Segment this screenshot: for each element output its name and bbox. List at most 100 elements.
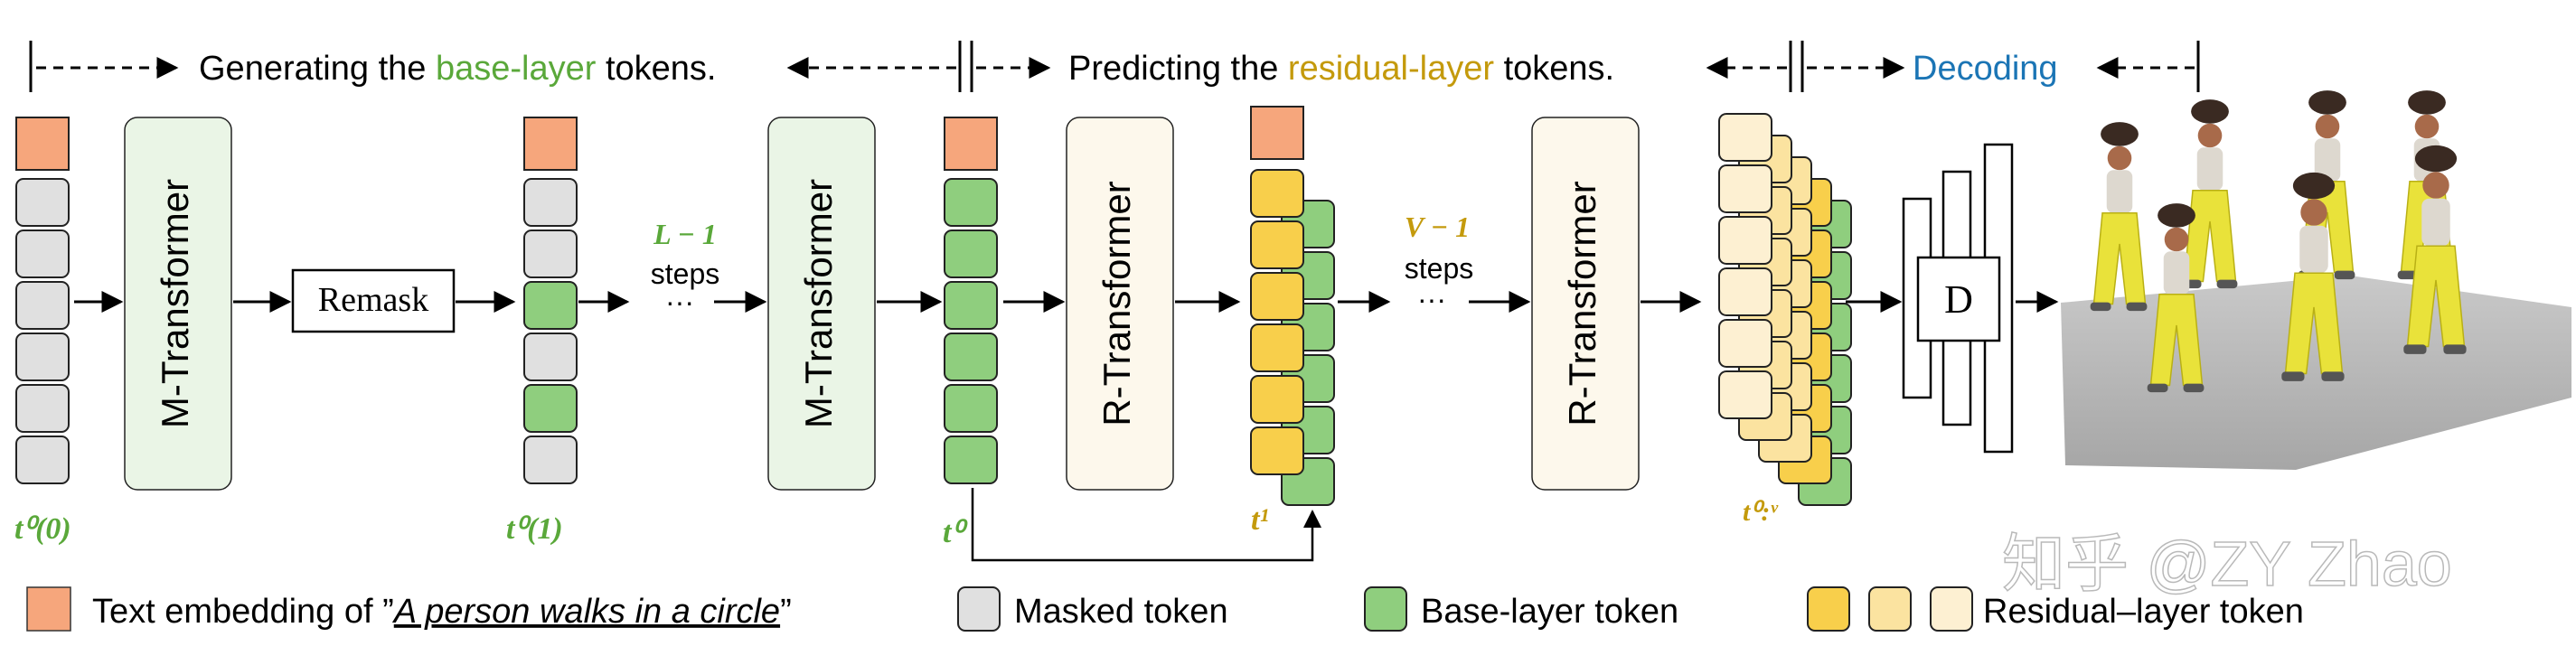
figure-pants [2183, 190, 2237, 283]
residual-layer-token [1718, 319, 1772, 368]
legend-swatch-residual-mid [1868, 586, 1912, 632]
base-layer-token [944, 229, 998, 278]
steps-v-word: steps [1405, 252, 1473, 285]
legend: Text embedding of ”A person walks in a c… [26, 586, 2304, 632]
residual-layer-token [1250, 220, 1304, 269]
figure-shoe [2403, 344, 2427, 354]
figure-shoe [2397, 270, 2419, 280]
residual-layer-token [1250, 426, 1304, 475]
figure-head [2422, 172, 2449, 199]
base-layer-token [944, 436, 998, 484]
motion-render-image [2061, 90, 2571, 470]
token-partial [523, 229, 578, 278]
base-layer-token [944, 281, 998, 330]
r-transformer-block-1: R-Transformer [1066, 117, 1174, 491]
base-layer-token [944, 332, 998, 381]
masked-token [15, 384, 70, 433]
steps-l-word: steps [651, 258, 719, 290]
figure-head [2315, 114, 2340, 139]
flow-arrows [74, 291, 2059, 562]
figure-shoe [2183, 383, 2205, 393]
label-t0: t⁰ [943, 516, 968, 549]
masked-token [15, 229, 70, 278]
base-layer-token [944, 384, 998, 433]
residual-layer-token [1718, 370, 1772, 419]
r-transformer-label: R-Transformer [1095, 181, 1138, 426]
label-t0-0: t⁰(0) [14, 512, 71, 546]
animated-character-figures [2090, 90, 2467, 393]
figure-shoe [2321, 371, 2345, 381]
residual-layer-token [1250, 169, 1304, 218]
figure-head [2300, 199, 2327, 226]
figure-torso [2421, 198, 2450, 247]
residual-layer-token [1718, 164, 1772, 213]
label-t1: t¹ [1251, 503, 1269, 537]
text-embedding-token [1250, 106, 1304, 160]
decoder-block: D [1902, 143, 2014, 454]
figure-head [2107, 145, 2132, 171]
figure-torso [2299, 225, 2328, 274]
figure-torso [2314, 138, 2341, 182]
figure-torso [2196, 147, 2223, 191]
remask-block: Remask [291, 268, 456, 333]
figure-hair [2191, 99, 2229, 124]
figure-head [2197, 123, 2223, 148]
text-embedding-token [15, 117, 70, 171]
token-columns [15, 106, 1852, 506]
steps-l: L − 1 steps ··· [651, 218, 719, 318]
legend-swatch-base [1364, 586, 1407, 632]
figure-head [2414, 114, 2440, 139]
label-t0-1: t⁰(1) [506, 512, 563, 546]
header: Generating the base-layer tokens. Predic… [29, 41, 2200, 92]
watermark: 知乎 @ZY Zhao [2002, 529, 2452, 599]
token-partial [523, 332, 578, 381]
masked-token [15, 436, 70, 484]
steps-l-variable: L − 1 [653, 218, 717, 250]
legend-text-embedding: Text embedding of ”A person walks in a c… [92, 593, 792, 631]
remask-label: Remask [318, 281, 428, 319]
residual-layer-token [1250, 272, 1304, 321]
figure-pants [2092, 212, 2147, 305]
residual-layer-token [1250, 323, 1304, 372]
token-labels: t⁰(0) t⁰(1) t⁰ t¹ t⁰:ᵛ [14, 497, 1779, 549]
token-partial [523, 281, 578, 330]
legend-swatch-residual-dark [1807, 586, 1850, 632]
token-partial [523, 384, 578, 433]
token-partial [523, 436, 578, 484]
legend-swatch-residual-light [1930, 586, 1973, 632]
header-phase1-text: Generating the base-layer tokens. [199, 50, 716, 88]
header-phase3-text: Decoding [1913, 50, 2058, 88]
legend-swatch-text-embedding [26, 586, 71, 632]
residual-layer-token [1250, 375, 1304, 424]
steps-v: V − 1 steps ··· [1405, 211, 1473, 315]
figure-hair [2308, 90, 2346, 115]
label-t0V: t⁰:ᵛ [1743, 497, 1779, 527]
figure-shoe [2216, 279, 2238, 289]
legend-residual-layer-token: Residual–layer token [1983, 593, 2304, 631]
r-transformer-label: R-Transformer [1561, 181, 1603, 426]
figure-shoe [2443, 344, 2467, 354]
residual-layer-token [1718, 113, 1772, 162]
legend-base-layer-token: Base-layer token [1421, 593, 1678, 631]
figure-hair [2408, 90, 2446, 115]
m-transformer-label: M-Transformer [154, 179, 196, 428]
steps-l-ellipsis: ··· [665, 286, 694, 318]
figure-hair [2292, 172, 2336, 200]
masked-token [15, 178, 70, 227]
residual-layer-token [1718, 267, 1772, 316]
m-transformer-block-1: M-Transformer [124, 117, 232, 491]
figure-head [2164, 227, 2189, 252]
legend-masked-token: Masked token [1014, 593, 1228, 631]
figure-hair [2101, 122, 2139, 146]
decoder-label: D [1944, 277, 1973, 322]
steps-v-variable: V − 1 [1405, 211, 1470, 243]
figure-shoe [2334, 270, 2355, 280]
m-transformer-label: M-Transformer [797, 179, 840, 428]
token-partial [523, 178, 578, 227]
figure-shoe [2090, 302, 2111, 312]
m-transformer-block-2: M-Transformer [767, 117, 876, 491]
residual-layer-token [1718, 216, 1772, 265]
text-embedding-token [523, 117, 578, 171]
figure-hair [2158, 203, 2195, 228]
